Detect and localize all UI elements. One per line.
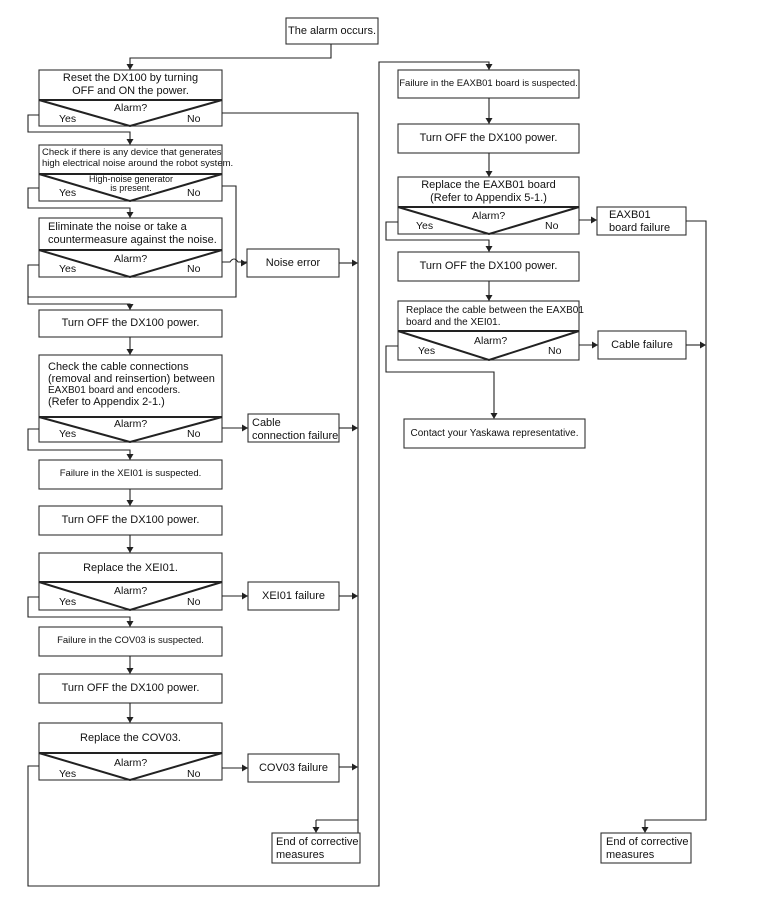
- decision-triangle-2: [38, 173, 223, 203]
- xei01-failure-label: XEI01 failure: [262, 589, 325, 602]
- eaxb01-failure-line-2: board failure: [609, 221, 671, 234]
- replace-cable-line-2: board and the XEI01.: [406, 316, 501, 328]
- decision-triangle-7: [397, 206, 580, 236]
- cable-connection-failure-label: Cable connection failure: [252, 417, 338, 442]
- eliminate-noise-line-2: countermeasure against the noise.: [48, 233, 217, 246]
- right-turn-off-2-label: Turn OFF the DX100 power.: [419, 260, 558, 273]
- replace-eaxb01-label: Replace the EAXB01 board (Refer to Appen…: [398, 179, 579, 205]
- cable-connection-failure-box: [247, 413, 340, 443]
- noise-condition-line-2: is present.: [110, 183, 152, 193]
- decision-triangle-6: [38, 752, 223, 782]
- replace-cov03-label: Replace the COV03.: [80, 731, 181, 744]
- eaxb01-suspected-label: Failure in the EAXB01 board is suspected…: [399, 77, 578, 89]
- decision-1-yes: Yes: [59, 113, 77, 125]
- decision-3-yes: Yes: [59, 263, 77, 275]
- reset-line-1: Reset the DX100 by turning: [62, 72, 199, 85]
- decision-4-question: Alarm?: [114, 418, 148, 430]
- replace-eaxb01-line-1: Replace the EAXB01 board: [421, 179, 556, 192]
- decision-2-yes: Yes: [59, 187, 77, 199]
- end-left-box: [271, 832, 361, 864]
- cable-failure-box: [597, 330, 687, 360]
- noise-condition-line-1: High-noise generator: [88, 174, 174, 184]
- noise-condition-label: High-noise generator is present.: [88, 175, 174, 193]
- cable-connection-failure-line-1: Cable: [252, 417, 281, 429]
- turn-off-box-3: [38, 673, 223, 704]
- cov03-suspected-label: Failure in the COV03 is suspected.: [57, 635, 204, 647]
- eliminate-noise-line-1: Eliminate the noise or take a: [48, 221, 187, 233]
- end-left-line-2: measures: [276, 848, 325, 861]
- eaxb01-suspected-box: [397, 69, 580, 99]
- decision-8-question: Alarm?: [474, 335, 508, 347]
- check-cables-line-3: EAXB01 board and encoders.: [48, 385, 181, 397]
- xei01-suspected-box: [38, 459, 223, 490]
- check-noise-line-1: Check if there is any device that genera…: [42, 147, 222, 158]
- decision-1-question: Alarm?: [114, 102, 148, 114]
- decision-7-no: No: [545, 220, 559, 232]
- decision-triangle-8: [397, 330, 580, 362]
- end-right-line-1: End of corrective: [606, 836, 689, 848]
- turn-off-1-label: Turn OFF the DX100 power.: [61, 317, 200, 330]
- decision-triangle-5: [38, 581, 223, 612]
- end-right-line-2: measures: [606, 848, 655, 861]
- right-turn-off-box-2: [397, 251, 580, 282]
- decision-8-yes: Yes: [418, 345, 436, 357]
- decision-5-no: No: [187, 596, 201, 608]
- cable-connection-failure-line-2: connection failure: [252, 429, 339, 442]
- end-right-label: End of corrective measures: [606, 836, 689, 861]
- decision-3-question: Alarm?: [114, 253, 148, 265]
- turn-off-2-label: Turn OFF the DX100 power.: [61, 514, 200, 527]
- turn-off-box-1: [38, 309, 223, 338]
- decision-triangle-4: [38, 416, 223, 444]
- end-right-box: [600, 832, 692, 864]
- noise-error-label: Noise error: [265, 256, 321, 269]
- decision-6-question: Alarm?: [114, 757, 148, 769]
- decision-5-question: Alarm?: [114, 585, 148, 597]
- decision-2-no: No: [187, 187, 201, 199]
- replace-eaxb01-box: [397, 176, 580, 235]
- decision-4-yes: Yes: [59, 428, 77, 440]
- eliminate-noise-label: Eliminate the noise or take a countermea…: [48, 221, 217, 246]
- eaxb01-failure-label: EAXB01 board failure: [609, 209, 670, 234]
- start-box: [285, 17, 379, 45]
- end-left-label: End of corrective measures: [276, 836, 359, 861]
- check-cables-line-2: (removal and reinsertion) between: [48, 373, 215, 386]
- turn-off-3-label: Turn OFF the DX100 power.: [61, 682, 200, 695]
- cov03-failure-label: COV03 failure: [258, 761, 329, 774]
- check-noise-label: Check if there is any device that genera…: [42, 147, 234, 170]
- decision-6-no: No: [187, 768, 201, 780]
- contact-box: [403, 418, 586, 449]
- decision-5-yes: Yes: [59, 596, 77, 608]
- reset-line-2: OFF and ON the power.: [72, 85, 189, 97]
- replace-xei01-label: Replace the XEI01.: [83, 561, 178, 574]
- right-turn-off-1-label: Turn OFF the DX100 power.: [419, 132, 558, 145]
- start-label: The alarm occurs.: [287, 24, 377, 37]
- decision-8-no: No: [548, 345, 562, 357]
- replace-eaxb01-line-2: (Refer to Appendix 5-1.): [430, 192, 547, 204]
- decision-6-yes: Yes: [59, 768, 77, 780]
- contact-label: Contact your Yaskawa representative.: [410, 427, 579, 439]
- replace-cable-line-1: Replace the cable between the EAXB01: [406, 305, 584, 316]
- xei01-suspected-label: Failure in the XEI01 is suspected.: [59, 468, 202, 480]
- decision-7-yes: Yes: [416, 220, 434, 232]
- eaxb01-failure-line-1: EAXB01: [609, 209, 651, 221]
- replace-cable-label: Replace the cable between the EAXB01 boa…: [406, 305, 584, 328]
- cable-failure-label: Cable failure: [611, 338, 673, 351]
- check-cables-line-1: Check the cable connections: [48, 361, 189, 373]
- cov03-suspected-box: [38, 626, 223, 657]
- check-cables-label: Check the cable connections (removal and…: [48, 361, 215, 408]
- decision-4-no: No: [187, 428, 201, 440]
- check-noise-line-2: high electrical noise around the robot s…: [42, 157, 234, 169]
- end-left-line-1: End of corrective: [276, 836, 359, 848]
- decision-7-question: Alarm?: [472, 210, 506, 222]
- decision-3-no: No: [187, 263, 201, 275]
- decision-triangle-3: [38, 249, 223, 279]
- decision-triangle-1: [38, 99, 223, 128]
- decision-1-no: No: [187, 113, 201, 125]
- reset-label: Reset the DX100 by turning OFF and ON th…: [39, 72, 222, 98]
- eaxb01-failure-box: [596, 206, 687, 236]
- check-cables-line-4: (Refer to Appendix 2-1.): [48, 396, 165, 409]
- cov03-failure-box: [247, 753, 340, 783]
